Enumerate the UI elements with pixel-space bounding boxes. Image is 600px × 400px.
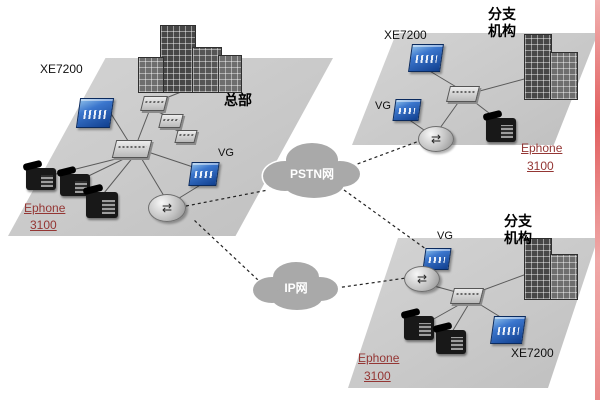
xe7200-device-icon <box>75 98 115 128</box>
switch-icon <box>174 130 198 143</box>
building-icon <box>518 30 588 102</box>
hq-ephone-label: Ephone <box>24 201 66 215</box>
building-icon <box>550 52 578 100</box>
building-icon <box>160 25 196 93</box>
building-icon <box>138 57 164 93</box>
switch-icon <box>158 114 184 128</box>
branch-top-title-line1: 分支 <box>488 6 516 22</box>
branch-bottom-vg-label: VG <box>437 230 453 242</box>
switch-icon <box>140 96 168 111</box>
branch-top-ephone-label: Ephone <box>521 141 563 155</box>
branch-bottom-xe7200-label: XE7200 <box>511 346 554 360</box>
branch-bottom-title-line2: 机构 <box>504 230 532 246</box>
branch-top-phone-model-label: 3100 <box>527 159 554 173</box>
hq-xe7200-label: XE7200 <box>40 62 83 76</box>
xe7200-device-icon <box>408 44 444 72</box>
hq-vg-label: VG <box>218 147 234 159</box>
switch-icon <box>111 140 153 158</box>
ip-phone-icon <box>86 192 118 218</box>
building-icon <box>192 47 222 93</box>
building-icon <box>138 25 243 95</box>
router-icon <box>418 126 454 152</box>
branch-top-title-line2: 机构 <box>488 23 516 39</box>
xe7200-device-icon <box>490 316 526 344</box>
branch-top-vg-label: VG <box>375 100 391 112</box>
ip-cloud-icon: IP网 <box>251 260 340 312</box>
ip-phone-icon <box>26 168 56 190</box>
branch-bottom-ephone-label: Ephone <box>358 351 400 365</box>
router-icon <box>148 194 186 222</box>
branch-bottom-phone-model-label: 3100 <box>364 369 391 383</box>
vg-device-icon <box>392 99 422 121</box>
scan-artifact-right <box>595 0 600 400</box>
branch-bottom-title-line1: 分支 <box>504 213 532 229</box>
branch-top-xe7200-label: XE7200 <box>384 28 427 42</box>
ip-cloud-label: IP网 <box>284 281 307 295</box>
building-icon <box>524 34 552 100</box>
hq-title: 总部 <box>224 92 252 108</box>
ip-phone-icon <box>404 316 434 340</box>
hq-phone-model-label: 3100 <box>30 218 57 232</box>
switch-icon <box>450 288 484 304</box>
pstn-cloud-label: PSTN网 <box>290 167 334 181</box>
building-icon <box>550 254 578 300</box>
router-icon <box>404 266 440 292</box>
building-icon <box>218 55 242 93</box>
ip-phone-icon <box>436 330 466 354</box>
switch-icon <box>446 86 480 102</box>
vg-device-icon <box>188 162 220 186</box>
ip-phone-icon <box>486 118 516 142</box>
